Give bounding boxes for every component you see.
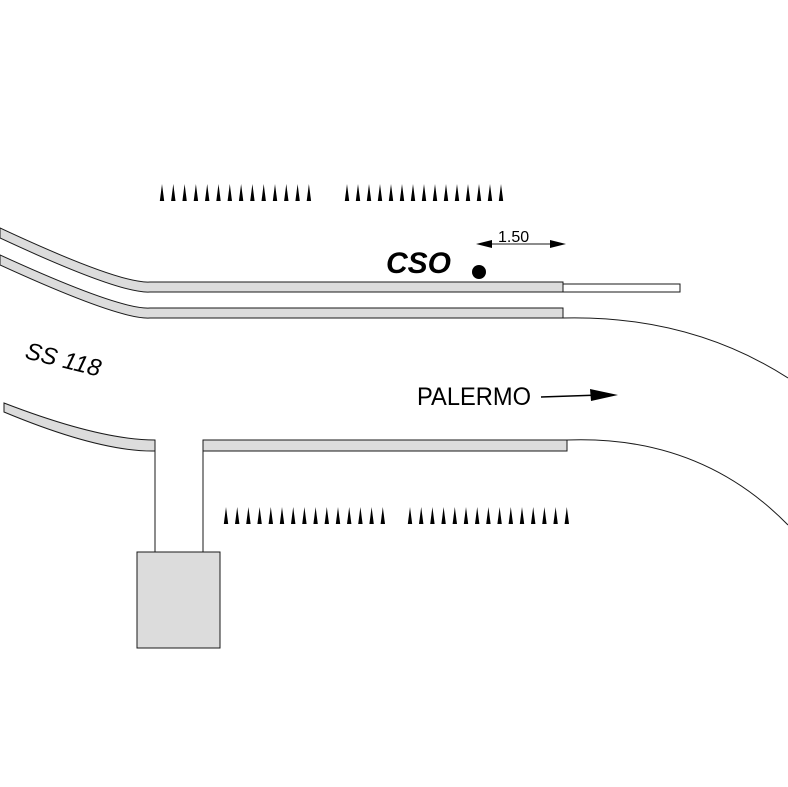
hedge-spike (235, 507, 240, 524)
cso-label: CSO (386, 247, 451, 280)
hedge-spike (227, 184, 232, 201)
hedge-spike (223, 507, 229, 524)
hedge-spike (519, 507, 525, 524)
hedge-spike (486, 507, 491, 524)
hedge-spike (377, 184, 383, 201)
hedge-spike (355, 184, 361, 201)
road-edge-curve-bottom (566, 439, 788, 526)
hedge-spike (324, 507, 329, 524)
hedge-spike (553, 507, 558, 524)
hedge-spike (476, 184, 482, 201)
hedge-spike (313, 507, 318, 524)
hedge-spike (463, 507, 469, 524)
road-edge-strip-bottom-left (3, 402, 156, 452)
hedge-spike (498, 184, 504, 201)
hedge-spike (419, 507, 424, 524)
hedge-spike (257, 507, 262, 524)
hedge-spike (366, 184, 372, 201)
hedge-spike (380, 507, 385, 524)
hedge-spike (216, 184, 221, 201)
hedge-spike (475, 507, 480, 524)
hedge-row-top-left (159, 184, 312, 201)
hedge-spike (508, 507, 513, 524)
hedge-spike (369, 507, 374, 524)
upper-curb-extension (562, 283, 681, 293)
hedge-spike (291, 507, 296, 524)
hedge-spike (171, 184, 176, 201)
upper-curb-strip (0, 227, 564, 293)
direction-arrow-head (590, 389, 618, 401)
hedge-spike (279, 507, 285, 524)
hedge-spike (250, 184, 255, 201)
hedge-spike (531, 507, 536, 524)
hedge-spike (542, 507, 547, 524)
hedge-row-top-right (344, 184, 504, 201)
hedge-spike (193, 184, 199, 201)
dimension-arrow-left (476, 240, 492, 248)
cso-station-point (472, 265, 486, 279)
hedge-spike (284, 184, 289, 201)
hedge-spike (452, 507, 457, 524)
direction-label: PALERMO (417, 383, 531, 411)
hedge-spike (410, 184, 416, 201)
hedge-spike (454, 184, 460, 201)
hedge-spike (261, 184, 266, 201)
hedge-spike (272, 184, 278, 201)
hedge-spike (465, 184, 471, 201)
road-edge-strip-bottom-right (202, 439, 568, 452)
hedge-spike (407, 507, 413, 524)
hedge-spike (182, 184, 187, 201)
hedge-spike (205, 184, 210, 201)
hedge-spike (268, 507, 273, 524)
hedge-row-bottom-left (223, 507, 385, 524)
dimension-arrow-right (550, 240, 566, 248)
direction-arrow-shaft (540, 394, 601, 398)
building (136, 551, 221, 649)
dimension-label: 1.50 (498, 229, 529, 246)
hedge-spike (302, 507, 307, 524)
hedge-spike (344, 184, 350, 201)
hedge-spike (295, 184, 300, 201)
hedge-spike (441, 507, 446, 524)
hedge-spike (347, 507, 352, 524)
hedge-spike (497, 507, 502, 524)
hedge-spike (388, 184, 394, 201)
hedge-spike (335, 507, 341, 524)
hedge-spike (443, 184, 449, 201)
hedge-spike (430, 507, 435, 524)
hedge-spike (358, 507, 363, 524)
road-name-label: SS 118 (23, 338, 105, 383)
hedge-spike (487, 184, 493, 201)
hedge-spike (432, 184, 438, 201)
hedge-spike (159, 184, 165, 201)
hedge-spike (421, 184, 427, 201)
hedge-spike (306, 184, 312, 201)
road-edge-curve-top (562, 317, 788, 379)
hedge-spike (246, 507, 251, 524)
hedge-spike (564, 507, 569, 524)
hedge-spike (399, 184, 405, 201)
hedge-row-bottom-right (407, 507, 569, 524)
hedge-spike (238, 184, 244, 201)
